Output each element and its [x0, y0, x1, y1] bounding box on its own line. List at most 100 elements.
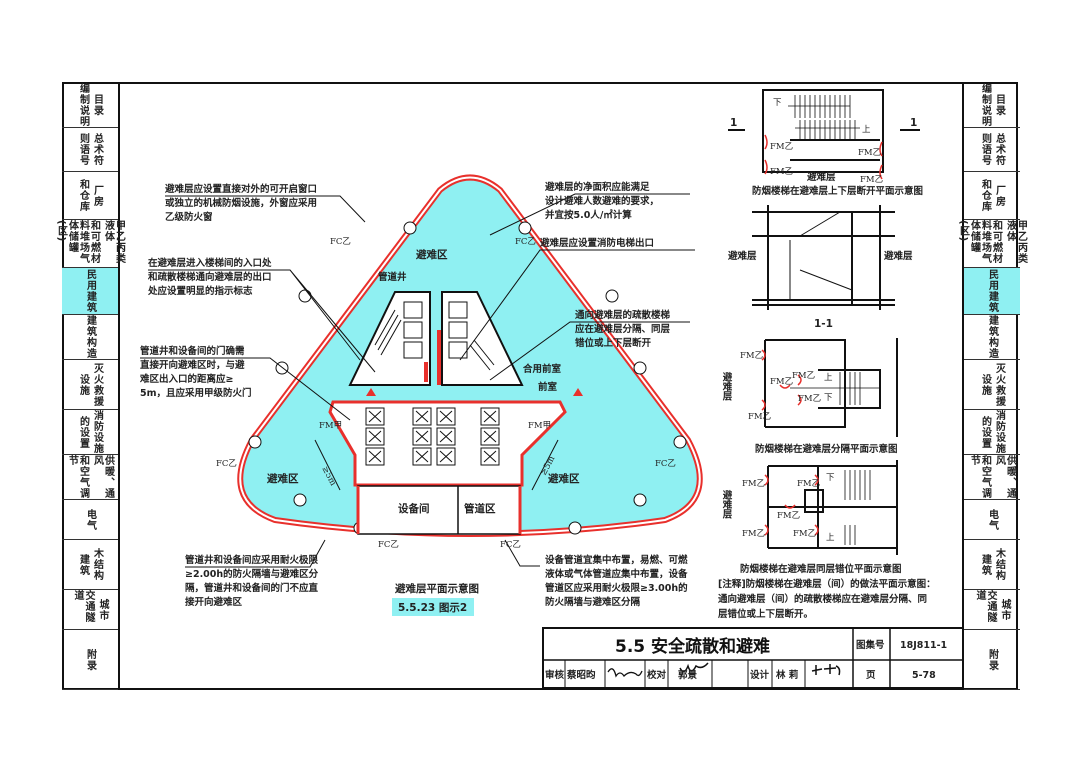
- sidebar-tab[interactable]: 交通隧道城市: [964, 590, 1020, 630]
- review-label: 审核: [545, 669, 565, 681]
- annotation-line: 错位或上下层断开: [575, 337, 652, 349]
- annotation-line: 设备管道宜集中布置，易燃、可燃: [545, 554, 688, 566]
- up-label: 上: [862, 125, 871, 135]
- sidebar-tab-label: 设施: [979, 373, 991, 396]
- column: [633, 493, 647, 507]
- sidebar-tab[interactable]: 建筑木结构: [62, 540, 118, 590]
- refuge-floor-label: 避难层: [728, 250, 757, 262]
- fc-label: FC乙: [378, 540, 399, 550]
- sidebar-tab-label: 总术符: [91, 133, 103, 166]
- up-label: 上: [824, 373, 833, 383]
- section-title: 1-1: [814, 318, 833, 330]
- sidebar-tab[interactable]: 和可燃材料堆场气体储罐(区)甲乙丙类液体: [56, 220, 125, 268]
- annotation-line: 接开向避难区: [185, 596, 243, 608]
- sidebar-tab-label: 和可燃材料堆场气体储罐(区): [957, 220, 1002, 264]
- refuge-floor-vertical: 避难层: [721, 371, 734, 401]
- sidebar-tab[interactable]: 则语号总术符: [964, 128, 1020, 172]
- sidebar-tab[interactable]: 和仓库厂房: [62, 172, 118, 220]
- sidebar-tab-label: 附录: [986, 648, 998, 671]
- annotation-line: 避难层应设置消防电梯出口: [540, 237, 654, 249]
- refuge-floor-label: 避难层: [807, 171, 836, 183]
- sidebar-tab[interactable]: 附录: [62, 630, 118, 690]
- refuge-floor-plan: 避难区 避难区 避难区 管道井 合用前室 前室 设备间 管道区 FC乙 FC乙 …: [216, 174, 703, 616]
- sidebar-tab[interactable]: 附录: [964, 630, 1020, 690]
- refuge-zone-label-right: 避难区: [547, 472, 580, 485]
- sidebar-tab[interactable]: 和空气调节供暖、通风: [62, 455, 118, 500]
- sidebar-tab-label: 编制说明: [979, 82, 991, 127]
- sidebar-tab[interactable]: 和仓库厂房: [964, 172, 1020, 220]
- fm-b-label: FM乙: [770, 142, 793, 152]
- fm-b-label: FM乙: [742, 529, 765, 539]
- sidebar-tab[interactable]: 编制说明目录: [62, 82, 118, 128]
- note-line: 通向避难层（间）的疏散楼梯应在避难层分隔、同: [718, 593, 927, 605]
- sidebar-tab[interactable]: 交通隧道城市: [62, 590, 118, 630]
- sidebar-tab-label: 和仓库: [979, 179, 991, 212]
- sidebar-tab[interactable]: 建筑木结构: [964, 540, 1020, 590]
- sidebar-tab-label: 则语号: [979, 133, 991, 166]
- signature-reviewer: [607, 668, 643, 678]
- sidebar-tab[interactable]: 电气: [62, 500, 118, 540]
- annotation-line: 5m，且应采用甲级防火门: [140, 387, 252, 399]
- sidebar-tab[interactable]: 编制说明目录: [964, 82, 1020, 128]
- sidebar-tab[interactable]: 民用建筑: [62, 268, 118, 315]
- caption-stair-offset: 防烟楼梯在避难层同层错位平面示意图: [740, 563, 902, 575]
- sidebar-tab[interactable]: 民用建筑: [964, 268, 1020, 315]
- sidebar-tab-label: 目录: [91, 93, 103, 116]
- detail-stair-break: [728, 89, 920, 180]
- signature-designer: [811, 664, 841, 676]
- annotation-line: 管道井和设备间的门确需: [140, 345, 245, 357]
- column: [403, 221, 417, 235]
- fm-b-label: FM乙: [748, 412, 771, 422]
- sidebar-tab[interactable]: 和空气调节供暖、通风: [964, 455, 1020, 500]
- column: [568, 521, 582, 535]
- sidebar-tab-label: 消防设施: [993, 410, 1005, 454]
- stair-core-right: [441, 291, 524, 386]
- sidebar-tab-label: 目录: [993, 93, 1005, 116]
- sidebar-tab-label: 的设置: [77, 415, 89, 449]
- note-line: [注释]防烟楼梯在避难层（间）的做法平面示意图：: [718, 578, 936, 590]
- figure-badge: 5.5.23 图示2: [398, 602, 467, 614]
- sidebar-tab[interactable]: 和可燃材料堆场气体储罐(区)甲乙丙类液体: [958, 220, 1027, 268]
- sidebar-tab-label: 民用建筑: [84, 269, 96, 313]
- check-label: 校对: [647, 669, 667, 681]
- sidebar-tab-label: 厂房: [993, 184, 1005, 207]
- sidebar-tab[interactable]: 设施灭火救援: [62, 360, 118, 410]
- annotation-line: 在避难层进入楼梯间的入口处: [148, 257, 272, 269]
- leader-lines: [140, 193, 695, 568]
- sidebar-tab[interactable]: 建筑构造: [62, 315, 118, 360]
- sidebar-tab[interactable]: 则语号总术符: [62, 128, 118, 172]
- refuge-zone-label-top: 避难区: [415, 248, 448, 261]
- sidebar-tab-label: 交通隧道: [974, 590, 996, 623]
- note-line: 层错位或上下层断开。: [718, 608, 813, 620]
- design-label: 设计: [750, 669, 770, 681]
- sidebar-tab-label: 城市: [97, 598, 108, 621]
- refuge-floor-label: 避难层: [884, 250, 913, 262]
- sidebar-tab-label: 交通隧道: [72, 590, 94, 623]
- fm-b-label: FM乙: [858, 148, 881, 158]
- fm-b-label: FM乙: [797, 479, 820, 489]
- sidebar-tab-label: 电气: [84, 508, 96, 531]
- annotation-line: 乙级防火窗: [165, 211, 213, 223]
- detail-stair-separation: [761, 338, 898, 437]
- fm-b-label: FM乙: [798, 394, 821, 404]
- annotation-line: 处应设置明显的指示标志: [147, 285, 253, 297]
- designer-name: 林 莉: [776, 669, 799, 681]
- sidebar-tab[interactable]: 设施灭火救援: [964, 360, 1020, 410]
- annotation-line: 液体或气体管道应集中布置，设备: [545, 568, 688, 580]
- sidebar-tab[interactable]: 的设置消防设施: [62, 410, 118, 455]
- sidebar-tab[interactable]: 电气: [964, 500, 1020, 540]
- sidebar-tab-label: 供暖、通风: [91, 455, 114, 499]
- annotation-line: 管道井和设备间应采用耐火极限: [185, 554, 319, 566]
- fm-b-label: FM乙: [793, 529, 816, 539]
- sidebar-tab-label: 的设置: [979, 415, 991, 449]
- sidebar-tab-label: 建筑: [77, 553, 89, 576]
- fm-b-label: FM乙: [792, 371, 815, 381]
- sidebar-tab[interactable]: 的设置消防设施: [964, 410, 1020, 455]
- fc-label: FC乙: [515, 237, 536, 247]
- annotation-line: 避难层的净面积应能满足: [545, 181, 650, 193]
- reviewer-name: 蔡昭昀: [566, 669, 596, 681]
- left-tab-column: 编制说明目录则语号总术符和仓库厂房和可燃材料堆场气体储罐(区)甲乙丙类液体民用建…: [56, 82, 125, 690]
- sidebar-tab[interactable]: 建筑构造: [964, 315, 1020, 360]
- sidebar-tab-label: 和空气调节: [66, 455, 89, 499]
- sidebar-tab-label: 则语号: [77, 133, 89, 166]
